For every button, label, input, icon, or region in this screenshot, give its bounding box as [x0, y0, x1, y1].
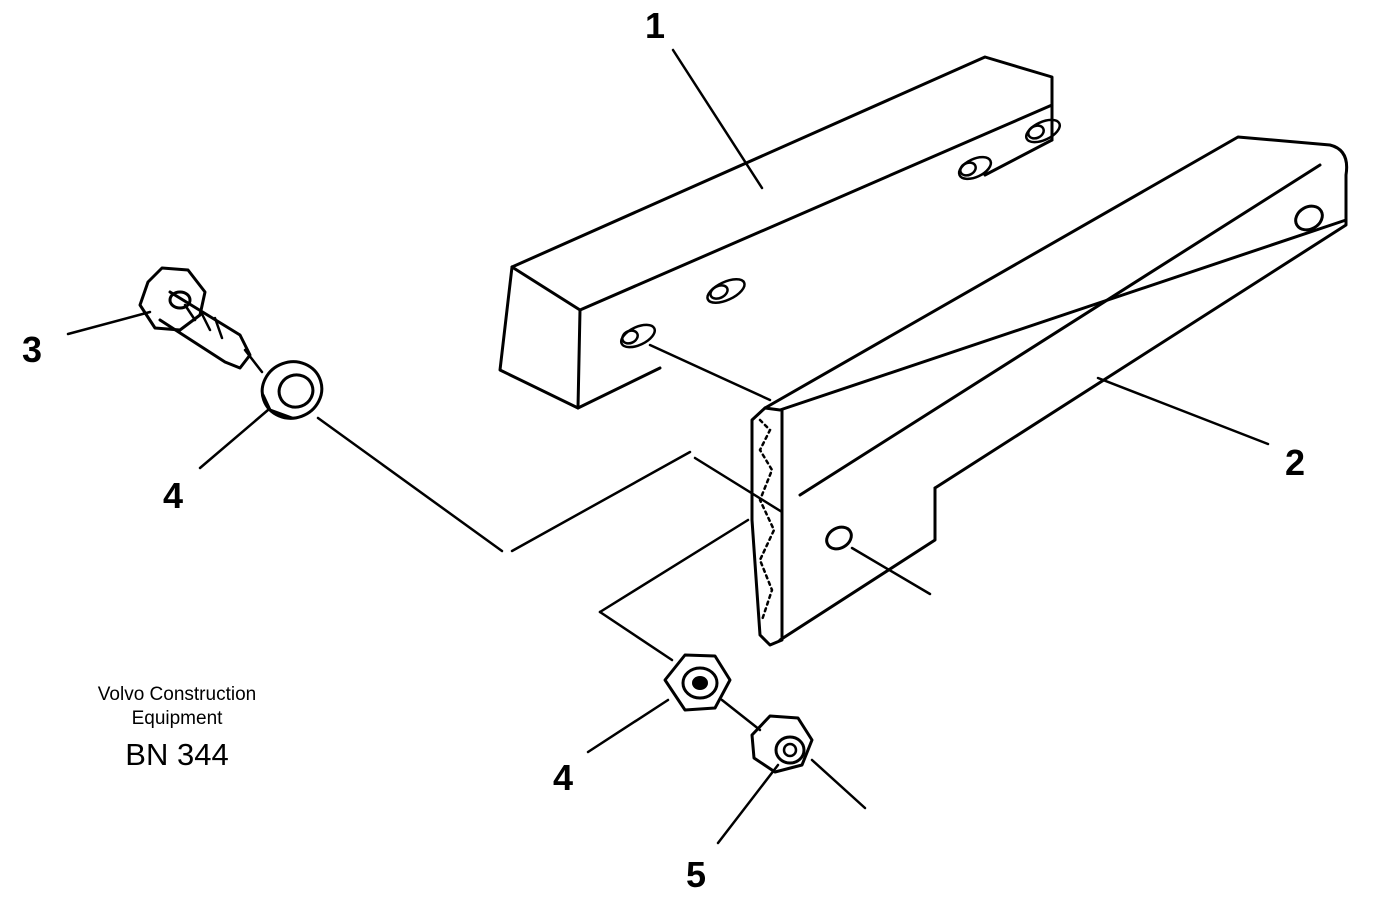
- leader-line-5: [716, 763, 780, 845]
- leader-lines: [66, 48, 1270, 845]
- callout-4: 4: [163, 475, 184, 516]
- caption-line-1: Volvo Construction: [97, 684, 257, 705]
- leader-line-3: [66, 310, 152, 336]
- slot-hole: [619, 323, 657, 349]
- leader-line-1: [671, 48, 764, 190]
- washer-part-4-lower: [663, 653, 732, 712]
- callout-5: 5: [686, 854, 707, 895]
- manufacturer-caption: Volvo Construction Equipment BN 344: [72, 683, 282, 773]
- callout-1: 1: [645, 5, 666, 46]
- nut-part-5: [750, 714, 814, 774]
- callout-4-lower: 4: [553, 757, 574, 798]
- callout-2: 2: [1285, 442, 1306, 483]
- diagram-code: BN 344: [125, 737, 229, 772]
- bracket-part-2: [750, 135, 1349, 647]
- assembly-lines: [243, 343, 932, 810]
- slot-hole: [706, 278, 746, 304]
- leader-line-4b: [586, 698, 670, 754]
- slot-hole: [957, 155, 993, 181]
- slot-hole: [1024, 118, 1062, 144]
- caption-line-2: Equipment: [131, 708, 223, 729]
- washer-part-4: [260, 360, 324, 420]
- bolt-part-3: [138, 266, 252, 370]
- leader-line-4a: [198, 408, 270, 470]
- callout-3: 3: [22, 329, 43, 370]
- mounting-bar-part-1: [498, 55, 1062, 410]
- leader-line-2: [1096, 376, 1270, 446]
